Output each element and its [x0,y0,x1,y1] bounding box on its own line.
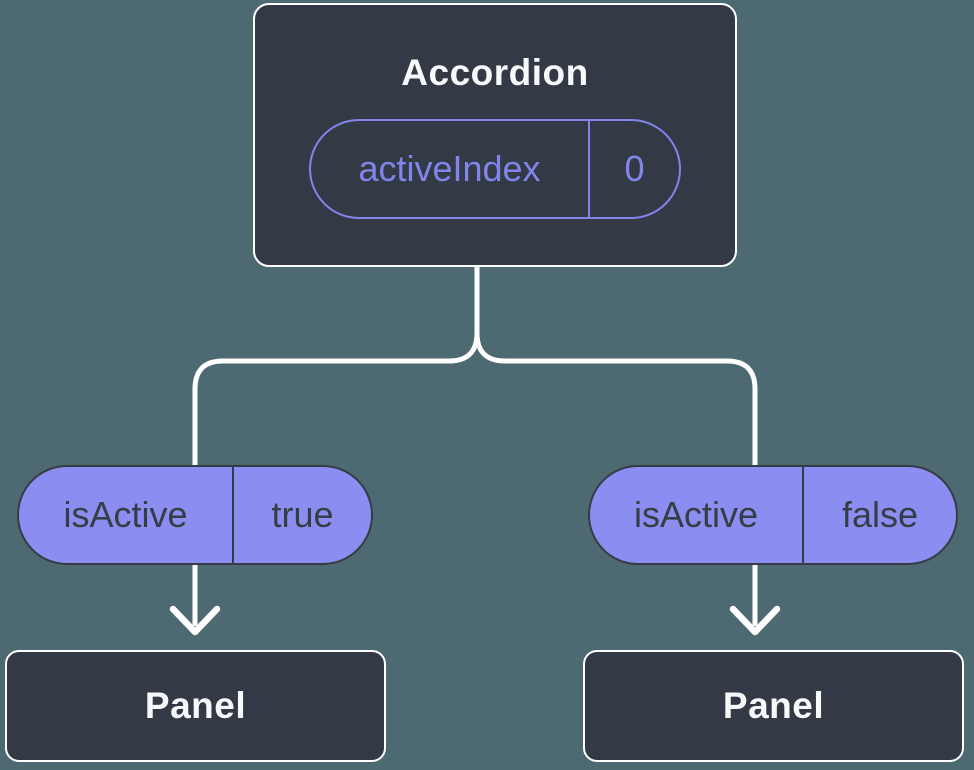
arrow-down-icon [169,560,221,636]
panel-node-right: Panel [583,650,964,762]
prop-pill-isactive-right: isActive false [588,465,958,565]
connector-left-branch [192,266,480,470]
panel-node-title: Panel [722,685,825,726]
state-pill-activeindex: activeIndex 0 [309,119,681,219]
prop-pill-name: isActive [19,467,234,563]
connector-right-branch [474,266,758,470]
prop-pill-value: false [841,494,919,535]
panel-node-title: Panel [144,685,247,726]
arrow-down-icon [729,560,781,636]
prop-pill-value: true [271,494,334,535]
prop-pill-isactive-left: isActive true [17,465,373,565]
prop-pill-name: isActive [590,467,804,563]
accordion-node-title: Accordion [401,52,589,93]
state-pill-value: 0 [624,148,645,189]
accordion-node: Accordion activeIndex 0 [253,3,737,267]
state-pill-name: activeIndex [311,121,590,217]
panel-node-left: Panel [5,650,386,762]
